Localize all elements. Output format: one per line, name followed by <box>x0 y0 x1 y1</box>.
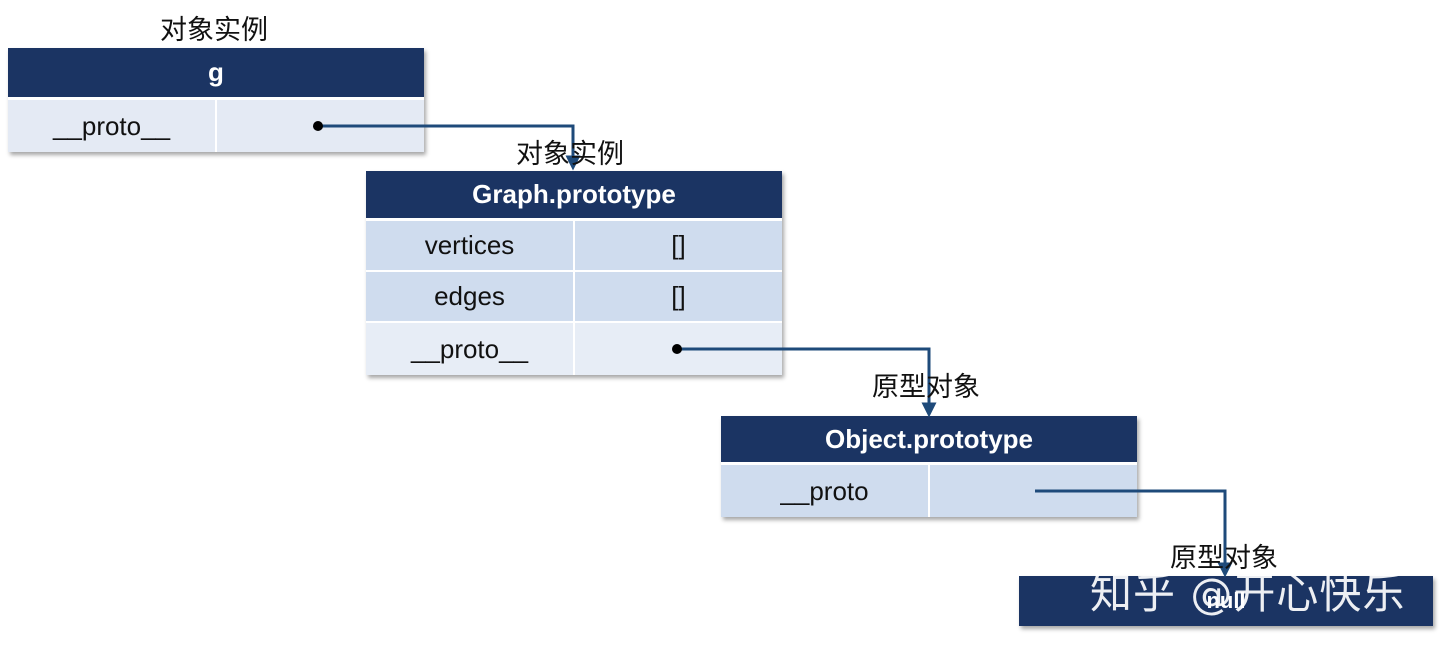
row-key: __proto__ <box>8 100 217 152</box>
table-null-header: null <box>1019 576 1433 626</box>
row-value: [] <box>575 221 782 270</box>
table-row: __proto__ <box>8 100 424 152</box>
label-prototype-object: 原型对象 <box>872 372 980 403</box>
row-value <box>575 323 782 375</box>
row-value: [] <box>575 272 782 321</box>
row-key: __proto__ <box>366 323 575 375</box>
watermark: 知乎 @开心快乐 <box>1090 569 1406 618</box>
table-row: __proto__ <box>366 323 782 375</box>
table-object-prototype: Object.prototype __proto <box>721 416 1137 517</box>
table-g-header: g <box>8 48 424 100</box>
table-object-prototype-header: Object.prototype <box>721 416 1137 465</box>
row-key: __proto <box>721 465 930 517</box>
row-key: vertices <box>366 221 575 270</box>
row-key: edges <box>366 272 575 321</box>
row-value <box>217 100 424 152</box>
table-graph-prototype-header: Graph.prototype <box>366 171 782 221</box>
table-row: __proto <box>721 465 1137 517</box>
label-instance-g: 对象实例 <box>160 15 268 46</box>
table-row: edges [] <box>366 272 782 323</box>
table-g: g __proto__ <box>8 48 424 152</box>
table-null: null <box>1019 576 1433 626</box>
label-instance-graph-prototype: 对象实例 <box>516 139 624 170</box>
row-value <box>930 465 1137 517</box>
table-graph-prototype: Graph.prototype vertices [] edges [] __p… <box>366 171 782 375</box>
table-row: vertices [] <box>366 221 782 272</box>
